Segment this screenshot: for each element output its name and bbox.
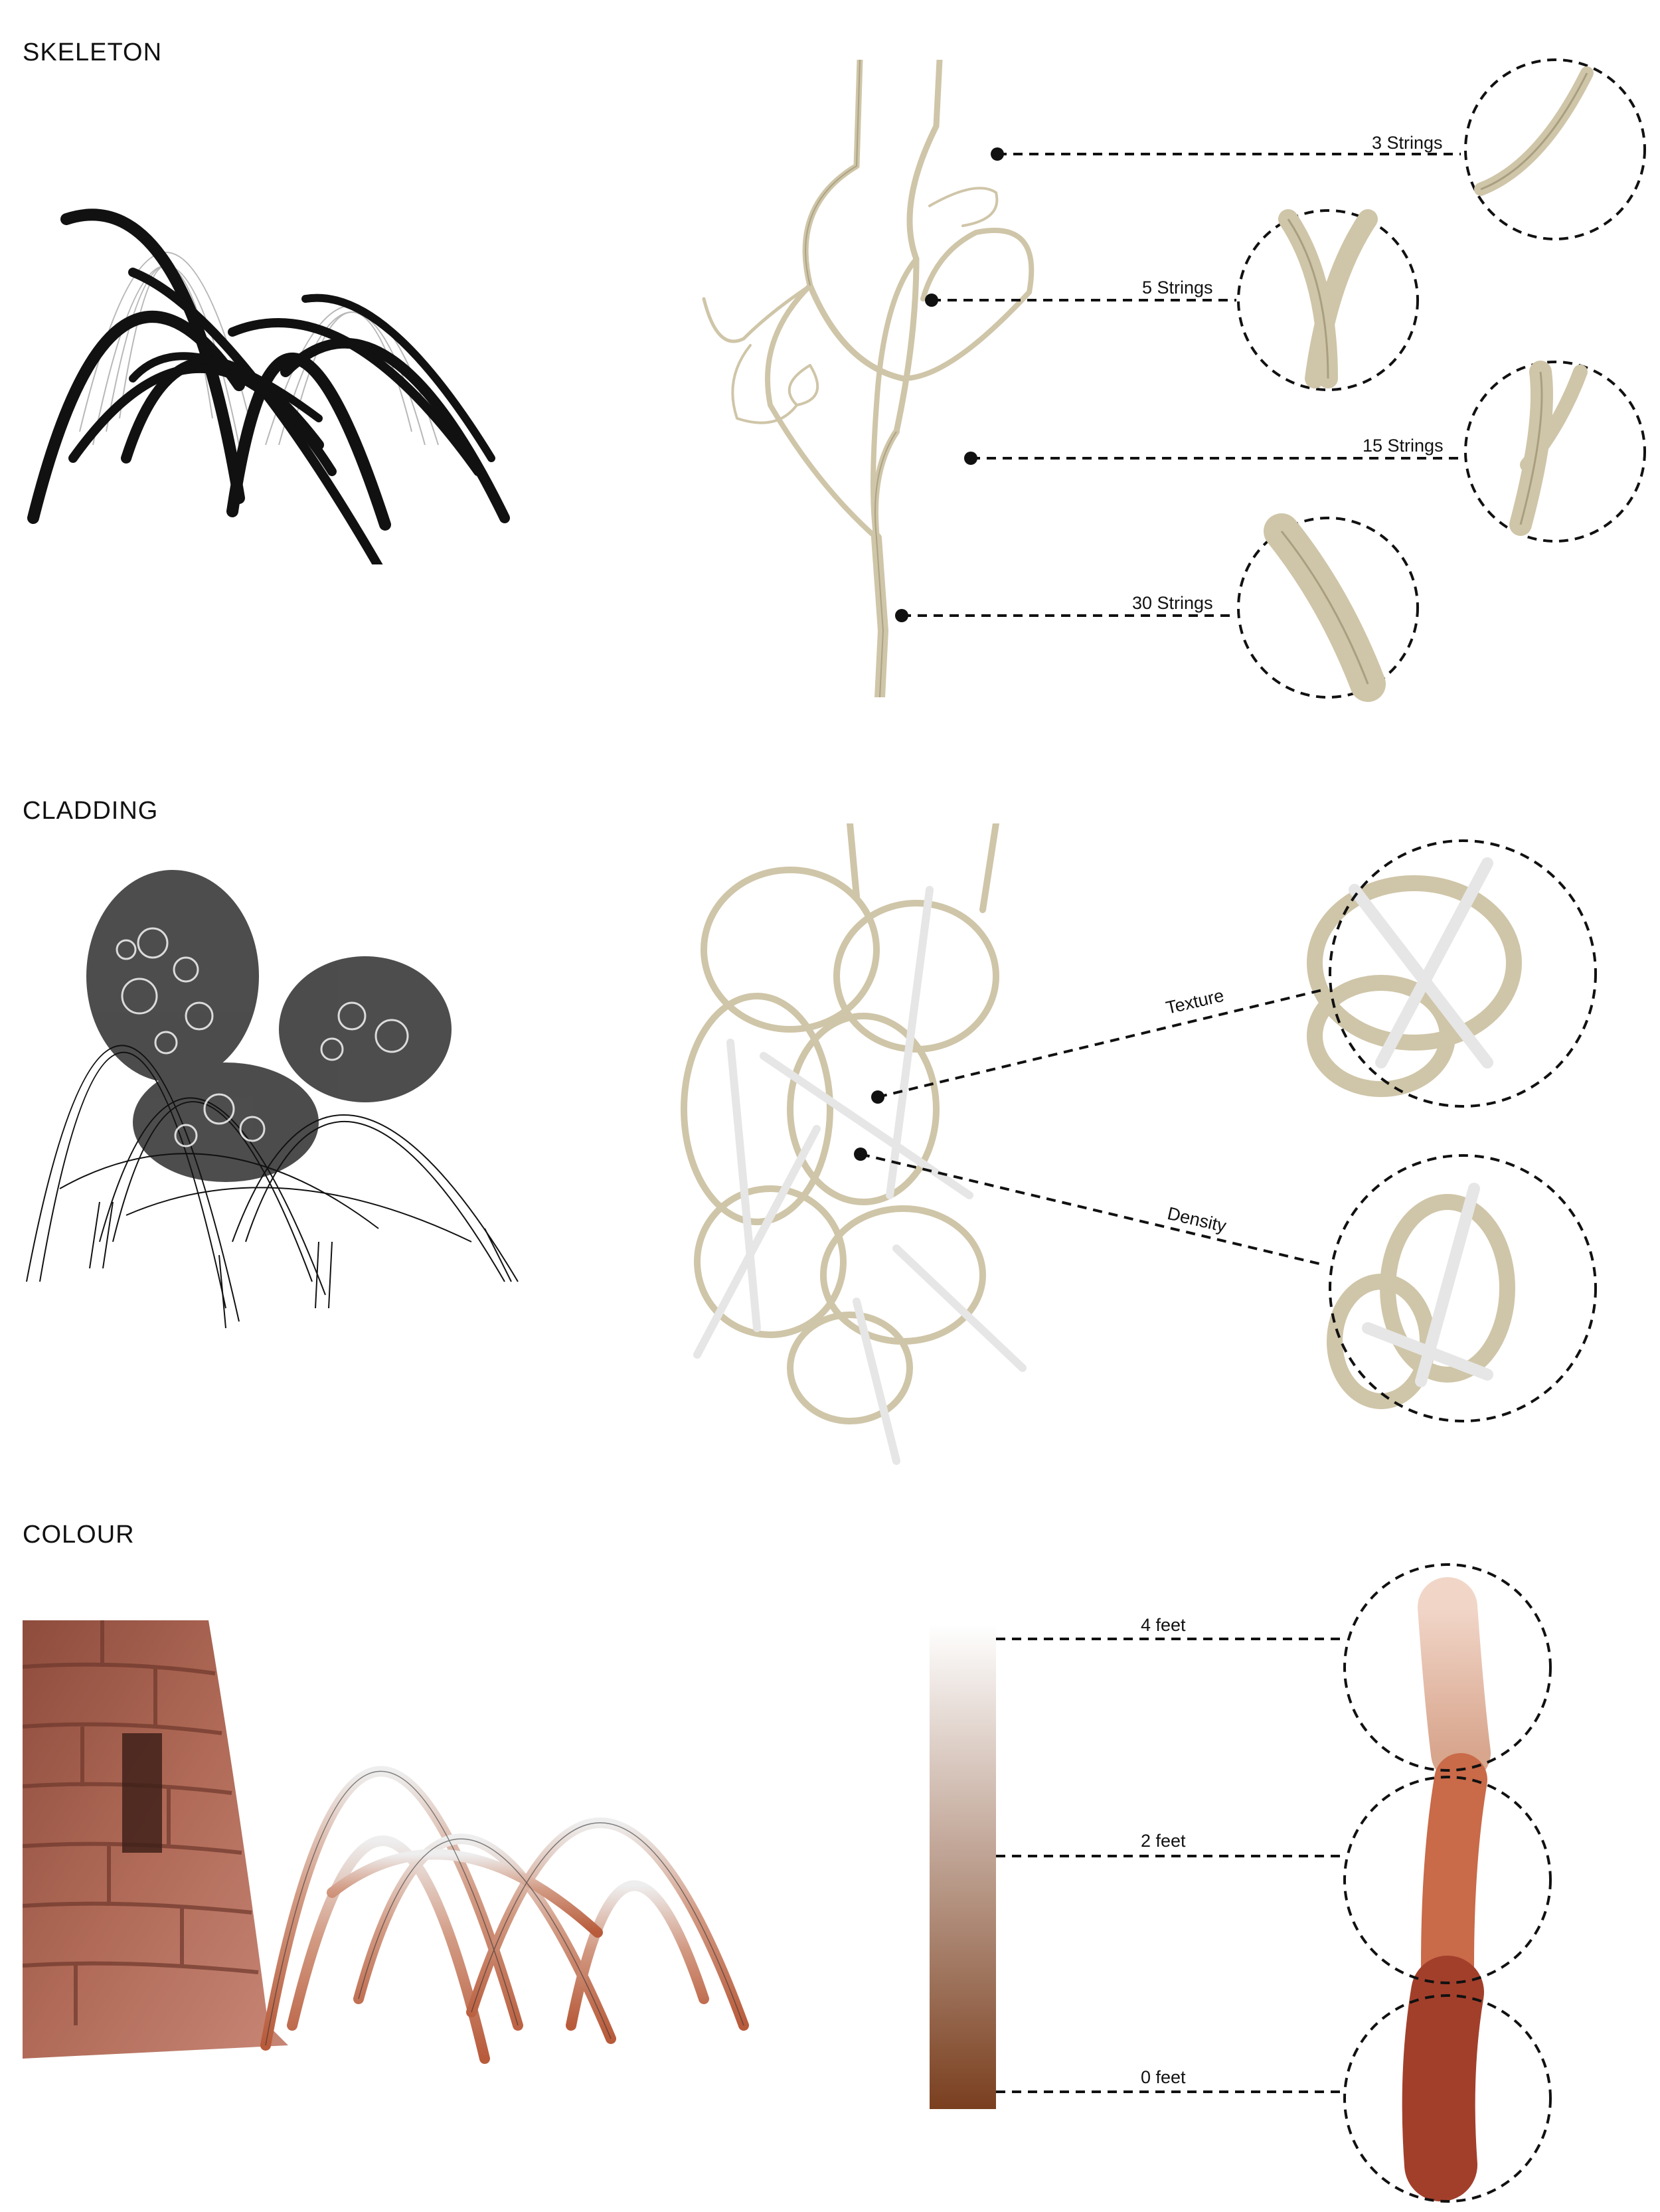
callout-label-3-strings: 3 Strings	[1372, 133, 1443, 153]
section-title-colour: COLOUR	[23, 1521, 135, 1549]
arch-cladding-icon	[26, 870, 519, 1329]
arch-colour-icon	[260, 1766, 749, 2064]
callout-label-4-feet: 4 feet	[1141, 1615, 1186, 1635]
callout-label-15-strings: 15 Strings	[1363, 436, 1444, 456]
rope-skeleton-sample	[702, 60, 1035, 697]
callout-label-2-feet: 2 feet	[1141, 1831, 1186, 1851]
rope-cladding-sample	[681, 823, 1027, 1465]
height-gradient-bar	[930, 1624, 996, 2109]
callout-label-texture: Texture	[1164, 985, 1226, 1019]
callout-label-density: Density	[1165, 1203, 1228, 1236]
section-title-cladding: CLADDING	[23, 797, 159, 825]
arch-skeleton-icon	[27, 209, 510, 564]
stone-wall-photo	[23, 1620, 288, 2059]
callout-label-5-strings: 5 Strings	[1142, 278, 1213, 298]
callout-label-30-strings: 30 Strings	[1132, 593, 1213, 613]
callout-label-0-feet: 0 feet	[1141, 2067, 1186, 2087]
section-title-skeleton: SKELETON	[23, 39, 163, 66]
